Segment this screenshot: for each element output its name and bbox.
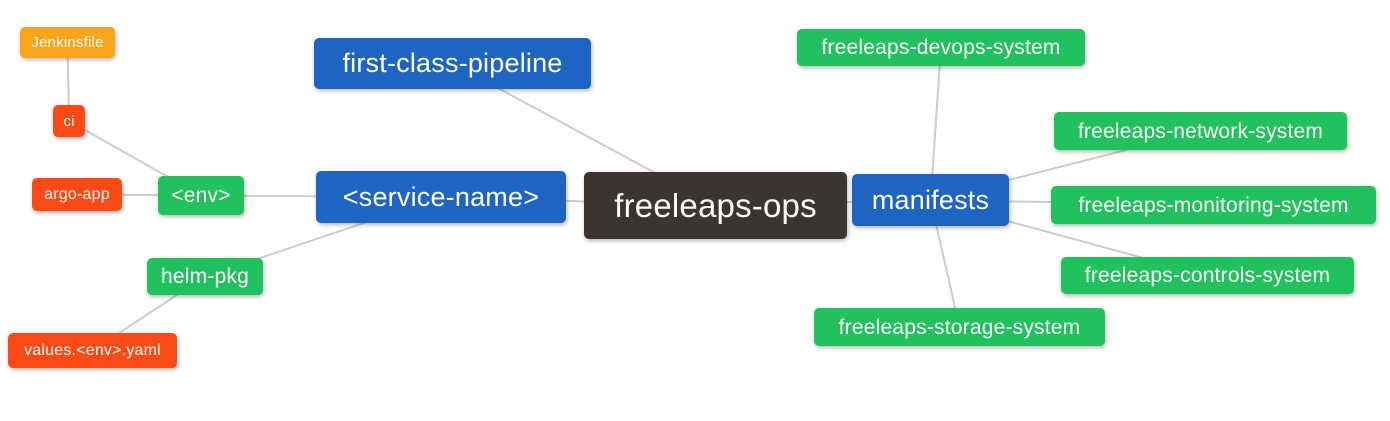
node-ci[interactable]: ci	[53, 105, 85, 137]
node-service-name[interactable]: <service-name>	[316, 171, 566, 223]
node-freeleaps-controls-system[interactable]: freeleaps-controls-system	[1061, 257, 1354, 294]
node-freeleaps-ops[interactable]: freeleaps-ops	[584, 172, 847, 239]
node-freeleaps-storage-system[interactable]: freeleaps-storage-system	[814, 308, 1105, 346]
node-freeleaps-monitoring-system[interactable]: freeleaps-monitoring-system	[1051, 186, 1376, 224]
node-manifests[interactable]: manifests	[852, 174, 1009, 226]
node-argo-app[interactable]: argo-app	[32, 178, 122, 211]
node-jenkinsfile[interactable]: Jenkinsfile	[20, 27, 115, 58]
node-freeleaps-devops-system[interactable]: freeleaps-devops-system	[797, 29, 1085, 66]
node-helm-pkg[interactable]: helm-pkg	[147, 258, 263, 295]
node-values-env-yaml[interactable]: values.<env>.yaml	[8, 333, 177, 368]
node-first-class-pipeline[interactable]: first-class-pipeline	[314, 38, 591, 89]
node-freeleaps-network-system[interactable]: freeleaps-network-system	[1054, 112, 1347, 150]
node-env[interactable]: <env>	[158, 176, 244, 215]
